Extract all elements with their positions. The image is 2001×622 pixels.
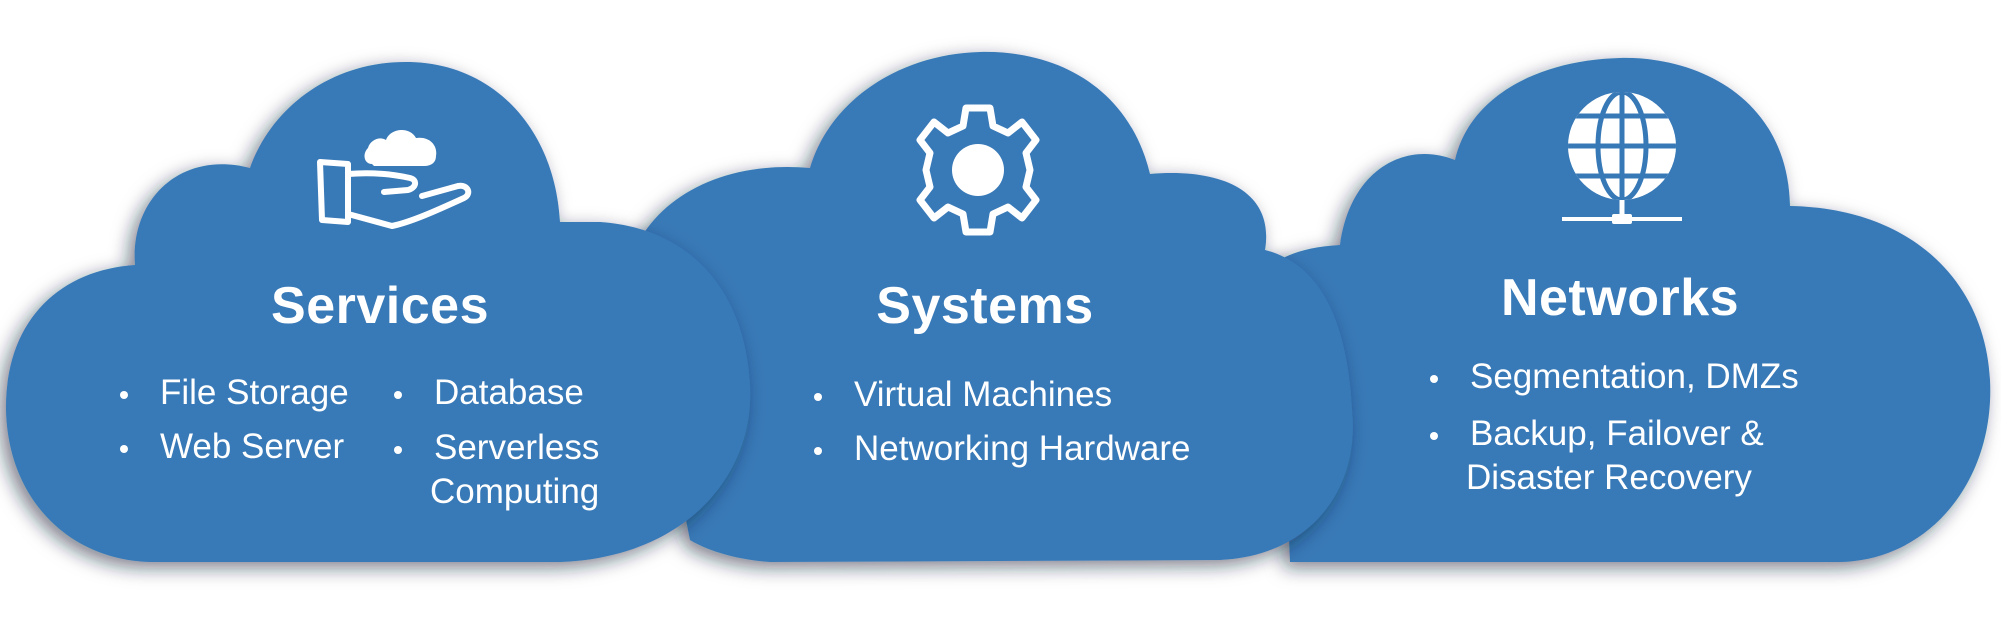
list-item: Networking Hardware [812,422,1191,476]
networks-bullets: Segmentation, DMZs Backup, Failover & Di… [1428,350,1799,500]
list-item-line: Serverless [434,428,600,467]
list-item-line: Computing [430,472,600,511]
list-item-line: Backup, Failover & [1470,414,1764,453]
services-title: Services [271,277,489,335]
list-item: Serverless Computing [392,426,599,514]
list-item: Database [392,366,599,420]
globe-network-icon [1562,92,1682,224]
services-bullets-right: Database Serverless Computing [392,366,599,514]
cloud-hand-icon [317,129,472,229]
list-item: Virtual Machines [812,368,1191,422]
cloud-services-shape [5,61,751,563]
cloud-services [5,61,751,563]
list-item: Segmentation, DMZs [1428,350,1799,404]
systems-title: Systems [876,277,1094,335]
cloud-networks [1257,57,1991,563]
list-item: Web Server [118,420,349,474]
list-item-line: Disaster Recovery [1466,458,1752,497]
cloud-systems [615,51,1353,563]
systems-bullets: Virtual Machines Networking Hardware [812,368,1191,476]
networks-title: Networks [1500,269,1740,327]
cloud-systems-shape [615,51,1353,563]
services-bullets-left: File Storage Web Server [118,366,349,474]
cloud-networks-shape [1257,57,1991,563]
list-item: File Storage [118,366,349,420]
list-item: Backup, Failover & Disaster Recovery [1428,412,1799,500]
gear-icon [916,104,1040,236]
